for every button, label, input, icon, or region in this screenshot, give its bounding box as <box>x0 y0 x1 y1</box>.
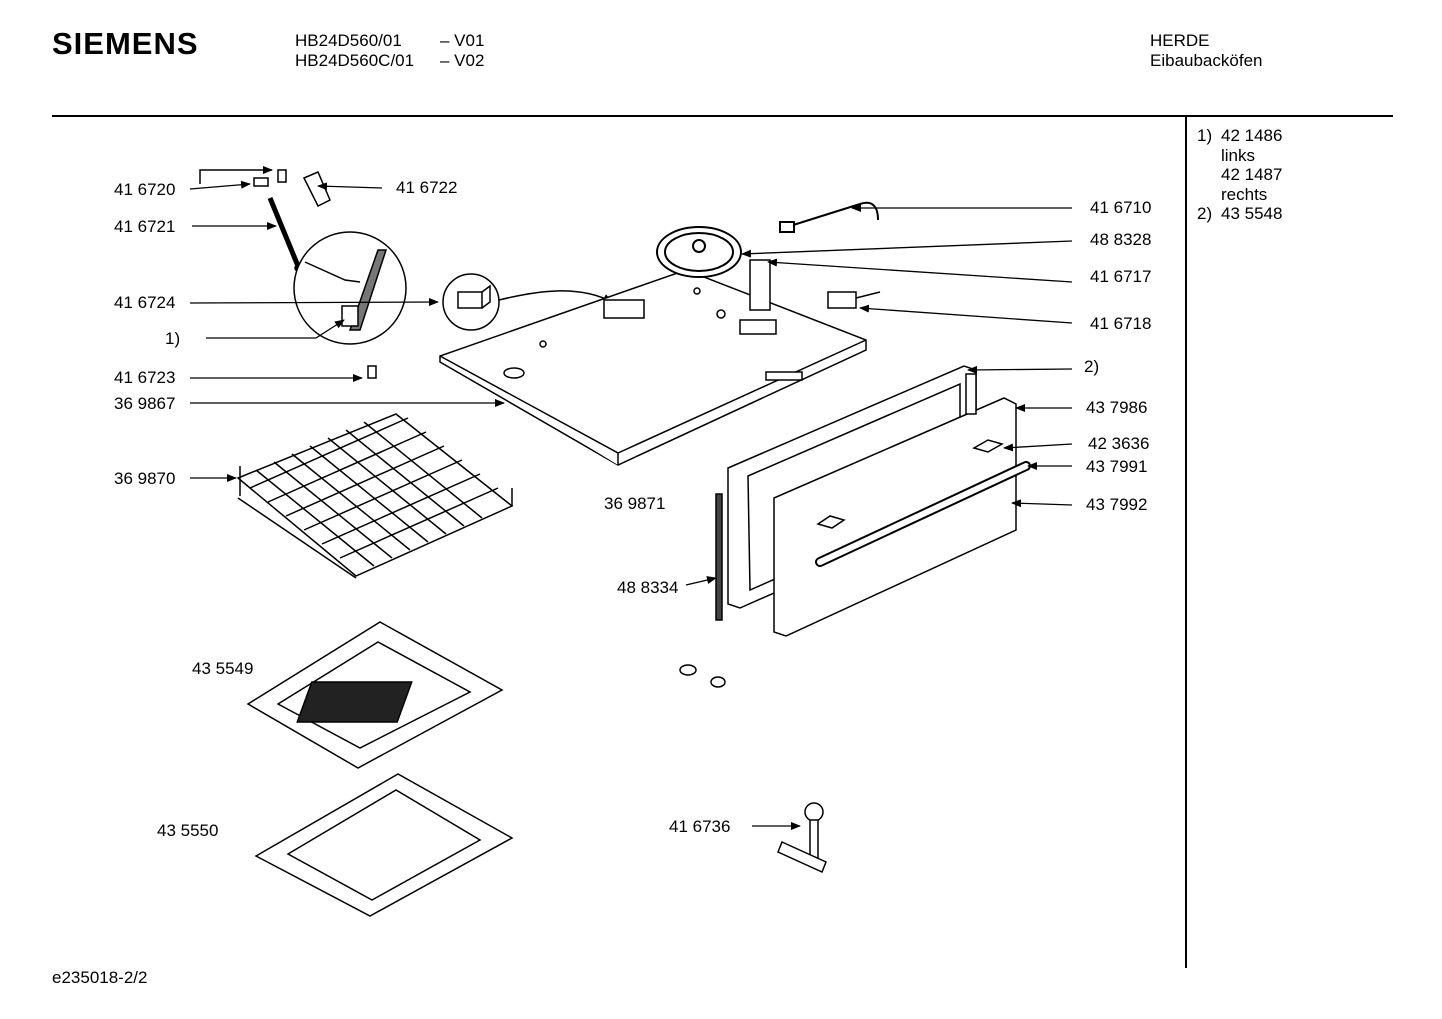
hinge-assembly <box>199 166 407 379</box>
leader-lines <box>189 180 1073 830</box>
model-number-2: HB24D560C/01 <box>295 51 415 70</box>
part-label-416720: 41 6720 <box>114 180 176 199</box>
note-text: 42 1486 <box>1221 126 1283 145</box>
part-label-369871: 36 9871 <box>604 494 666 513</box>
notes-panel: 1) 42 1486 links 42 1487 rechts 2) 43 5548 <box>1197 126 1282 224</box>
perforated-tray <box>246 621 504 769</box>
part-label-369870: 36 9870 <box>114 469 176 488</box>
note-text: links <box>1221 145 1256 165</box>
part-label-435549: 43 5549 <box>192 659 254 678</box>
category-title: HERDE <box>1150 31 1210 50</box>
wire-rack <box>236 413 514 579</box>
part-label-416710: 41 6710 <box>1090 198 1152 217</box>
part-label-416722: 41 6722 <box>396 178 458 197</box>
part-label-416724: 41 6724 <box>114 293 176 312</box>
note-marker: 1) <box>1197 126 1213 145</box>
part-label-416723: 41 6723 <box>114 368 176 387</box>
relay-detail <box>442 273 613 331</box>
switch-part <box>827 291 881 309</box>
drawing-id: e235018-2/2 <box>52 968 148 987</box>
note-row: 42 1487 <box>1197 165 1282 185</box>
note-text: 43 5548 <box>1221 204 1283 224</box>
part-label-423636: 42 3636 <box>1088 434 1150 453</box>
note-row: 1) 42 1486 <box>1197 126 1282 146</box>
part-label-435550: 43 5550 <box>157 821 219 840</box>
screws <box>679 664 726 688</box>
subcategory-title: Eibaubacköfen <box>1150 51 1263 70</box>
part-label-488328: 48 8328 <box>1090 230 1152 249</box>
part-label-437992: 43 7992 <box>1086 495 1148 514</box>
note-text: 42 1487 <box>1221 165 1283 185</box>
note-text: rechts <box>1221 184 1268 204</box>
sensor-part <box>779 201 879 233</box>
model-version-1: – V01 <box>440 31 485 50</box>
model-number-1: HB24D560/01 <box>295 31 402 50</box>
fan-ring <box>656 226 742 278</box>
model-version-2: – V02 <box>440 51 485 70</box>
part-label-437991: 43 7991 <box>1086 457 1148 476</box>
part-label-488334: 48 8334 <box>617 578 679 597</box>
part-label-416736: 41 6736 <box>669 817 731 836</box>
note-ref-2: 2) <box>1084 357 1100 376</box>
oven-top-plate <box>439 259 867 466</box>
part-label-437986: 43 7986 <box>1086 398 1148 417</box>
oven-key <box>777 802 827 874</box>
brand-logo: SIEMENS <box>52 26 199 61</box>
part-label-416718: 41 6718 <box>1090 314 1152 333</box>
note-row: rechts <box>1197 185 1282 205</box>
part-label-416717: 41 6717 <box>1090 267 1152 286</box>
note-row: 2) 43 5548 <box>1197 204 1282 224</box>
note-row: links <box>1197 146 1282 166</box>
part-label-369867: 36 9867 <box>114 394 176 413</box>
oven-door-assembly <box>715 365 1031 637</box>
baking-tray <box>254 773 514 917</box>
note-marker: 2) <box>1197 204 1213 224</box>
note-ref-1: 1) <box>165 329 181 348</box>
part-label-416721: 41 6721 <box>114 217 176 236</box>
